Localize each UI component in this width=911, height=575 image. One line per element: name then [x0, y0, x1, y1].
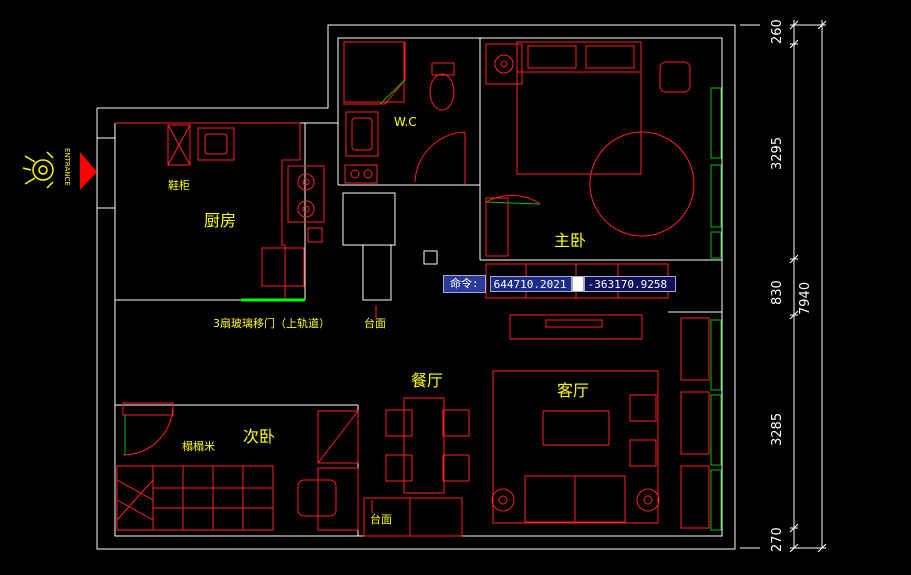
command-label: 命令:	[443, 275, 486, 293]
coordinate-separator	[571, 276, 584, 292]
note-glass-door: 3扇玻璃移门（上轨道）	[213, 317, 330, 330]
dimension-3295: 3295	[770, 136, 785, 170]
room-label-dining: 餐厅	[411, 371, 444, 390]
outer-wall	[96, 24, 736, 550]
person-entrance-icon	[22, 151, 54, 189]
room-label-wc: W.C	[394, 115, 417, 129]
y-coordinate-input[interactable]	[583, 276, 676, 292]
note-tatami: 榻榻米	[182, 440, 215, 453]
room-label-living: 客厅	[557, 381, 590, 400]
x-coordinate-input[interactable]	[489, 276, 572, 292]
note-shoe-cabinet: 鞋柜	[168, 179, 190, 192]
room-label-kitchen: 厨房	[204, 211, 237, 230]
arrow-right-icon	[80, 152, 97, 190]
dimension-3285: 3285	[770, 412, 785, 446]
dimension-260: 260	[770, 19, 785, 44]
dimension-830: 830	[770, 280, 785, 305]
command-input-tooltip: 命令:	[443, 275, 676, 293]
dimension-270: 270	[770, 527, 785, 552]
note-counter-2: 台面	[370, 513, 392, 526]
entrance-label: ENTRANCE	[63, 148, 71, 186]
room-label-master-bedroom: 主卧	[554, 231, 587, 250]
note-counter-1: 台面	[364, 317, 386, 330]
dimension-total: 7940	[798, 281, 813, 315]
room-label-second-bedroom: 次卧	[243, 427, 276, 446]
